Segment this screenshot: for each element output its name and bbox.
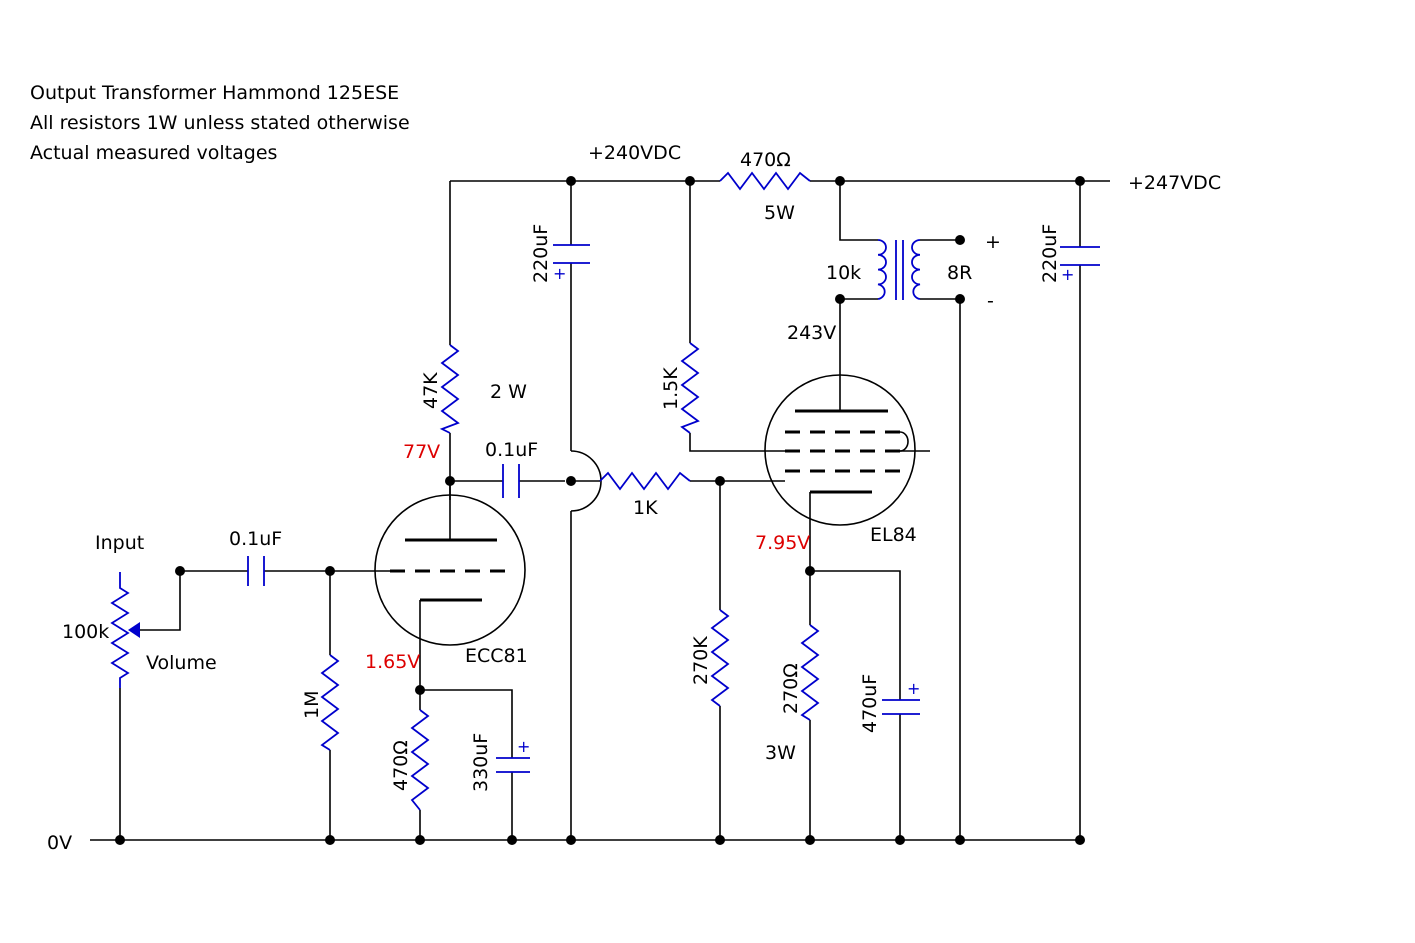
drop-resistor-power-label: 5W (764, 202, 795, 224)
cathode-resistor-v2-label: 270Ω (780, 663, 802, 714)
plate-resistor-47k (439, 344, 460, 434)
input-label: Input (95, 532, 144, 554)
volume-pot (110, 572, 140, 688)
filter-capacitor-1: + (553, 244, 590, 283)
ground-label: 0V (47, 832, 72, 854)
plate-resistor-power-label: 2 W (490, 381, 527, 403)
grid-resistor-label: 1M (301, 691, 323, 719)
grid-stopper-label: 1K (633, 497, 658, 519)
screen-resistor-1k5 (680, 342, 700, 434)
note-voltages: Actual measured voltages (30, 142, 277, 164)
v1-cathode-voltage: 1.65V (365, 651, 420, 673)
svg-text:+: + (517, 737, 530, 756)
cathode-capacitor-v1-label: 330uF (470, 733, 492, 792)
tube-ecc81 (374, 494, 526, 646)
filter-cap-1-label: 220uF (530, 224, 552, 283)
volume-label: Volume (146, 652, 217, 674)
grid-resistor-270k (710, 609, 730, 707)
filter-capacitor-2: + (1060, 246, 1100, 284)
cathode-resistor-v1-label: 470Ω (390, 740, 412, 791)
output-transformer (877, 239, 921, 300)
grid-stopper-1k (599, 471, 691, 491)
grid-resistor-270k-label: 270K (690, 636, 712, 685)
cathode-capacitor-v1: + (496, 737, 530, 773)
cathode-resistor-v2 (800, 624, 820, 721)
ot-secondary-label: 8R (947, 262, 972, 284)
grid-resistor-1m (320, 654, 340, 751)
v2-cathode-voltage: 7.95V (755, 532, 810, 554)
coupling-cap-label: 0.1uF (485, 439, 538, 461)
svg-text:+: + (907, 679, 920, 698)
cathode-resistor-v1 (410, 709, 430, 811)
input-cap-label: 0.1uF (229, 528, 282, 550)
note-resistors: All resistors 1W unless stated otherwise (30, 112, 410, 134)
ot-plus-label: + (985, 231, 1001, 253)
pot-value-label: 100k (62, 621, 109, 643)
junction-dots (115, 176, 1085, 845)
svg-text:+: + (553, 264, 566, 283)
svg-text:+: + (1061, 265, 1074, 284)
ot-minus-label: - (987, 290, 994, 312)
plate-resistor-label: 47K (420, 372, 442, 409)
drop-resistor-470 (719, 171, 811, 191)
rail-240v-label: +240VDC (588, 142, 681, 164)
wires (90, 180, 1110, 841)
tube-el84 (764, 374, 930, 526)
cathode-resistor-v2-power-label: 3W (765, 742, 796, 764)
note-transformer: Output Transformer Hammond 125ESE (30, 82, 399, 104)
v2-plate-voltage: 243V (787, 322, 836, 344)
ot-primary-label: 10k (826, 262, 861, 284)
tube-el84-label: EL84 (870, 524, 917, 546)
screen-resistor-label: 1.5K (660, 367, 682, 410)
cathode-capacitor-v2-label: 470uF (859, 674, 881, 733)
drop-resistor-label: 470Ω (740, 149, 791, 171)
filter-cap-2-label: 220uF (1039, 224, 1061, 283)
cathode-capacitor-v2: + (882, 679, 920, 715)
v1-plate-voltage: 77V (403, 441, 440, 463)
tube-ecc81-label: ECC81 (465, 645, 528, 667)
input-capacitor (247, 556, 265, 586)
coupling-capacitor (502, 464, 520, 498)
rail-247v-label: +247VDC (1128, 172, 1221, 194)
